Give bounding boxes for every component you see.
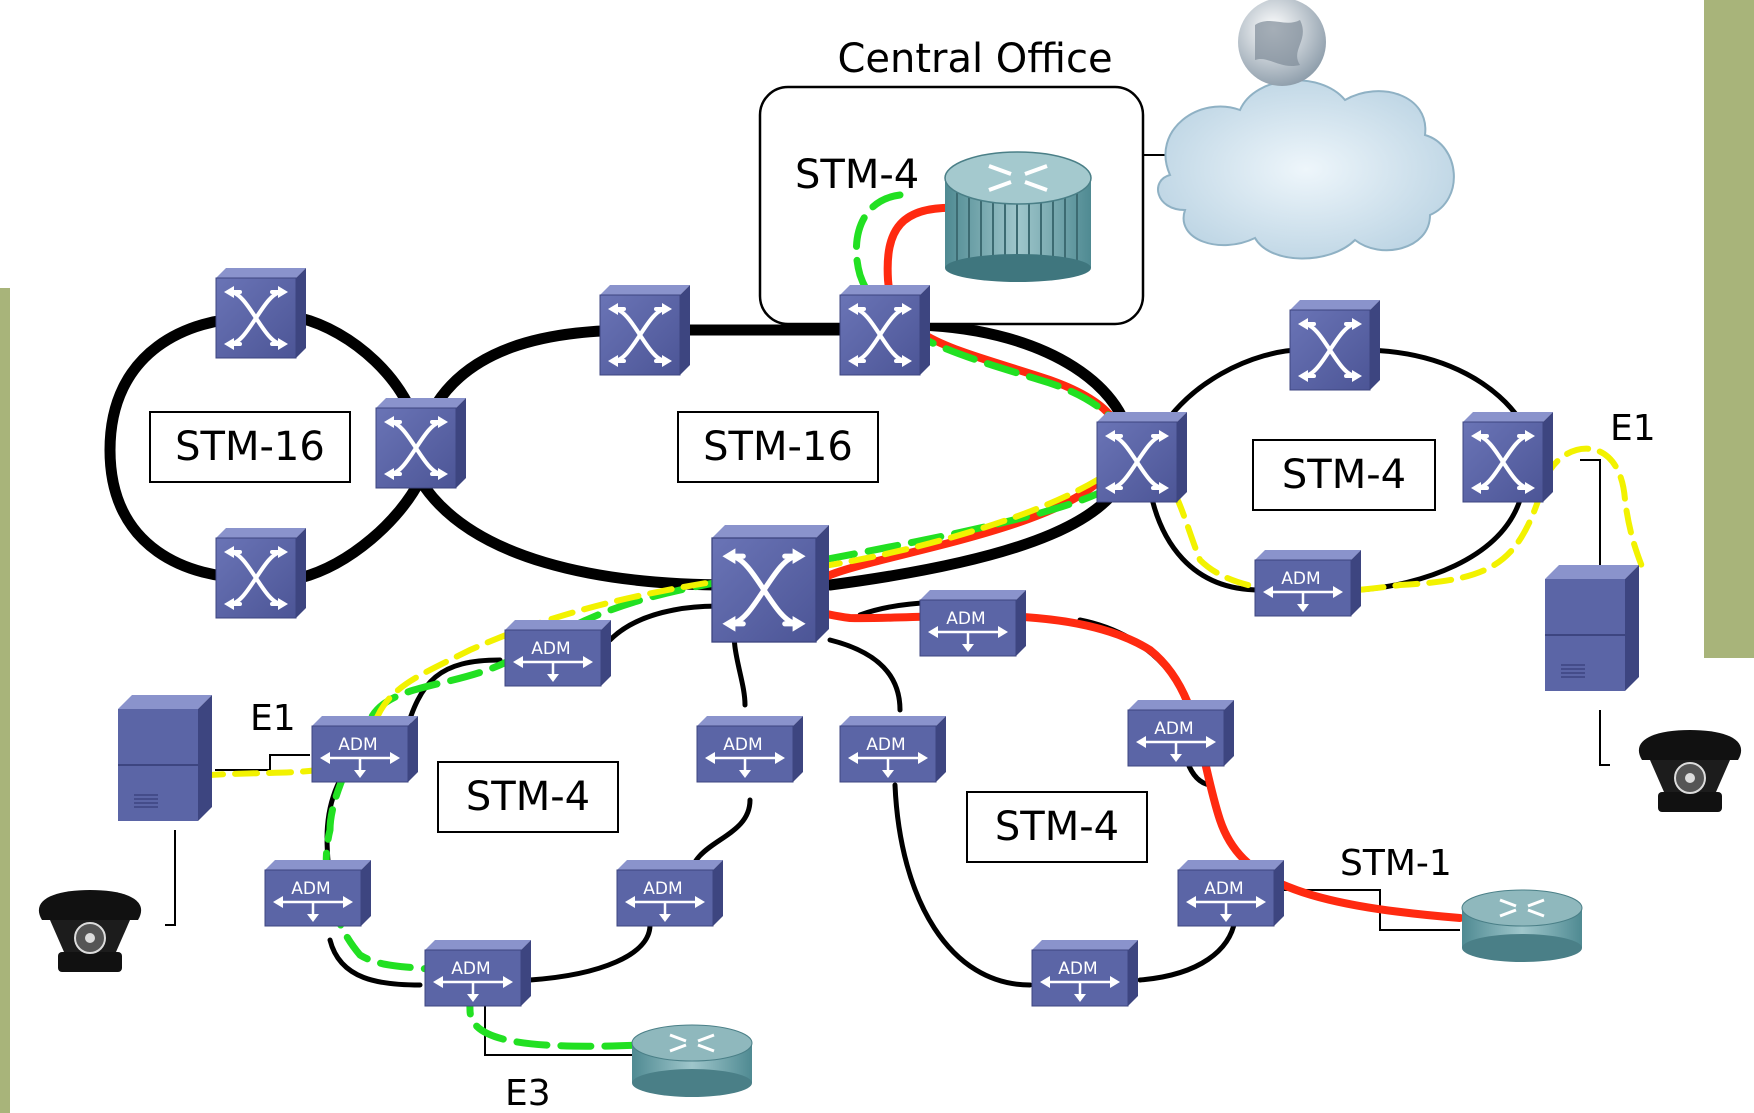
- ring-left-label: STM-16: [149, 411, 351, 483]
- adm-right-2: ADM: [1176, 858, 1286, 928]
- adm-left-1: ADM: [310, 714, 420, 784]
- adm-label: ADM: [1058, 959, 1097, 979]
- ring-right-label: STM-4: [1252, 439, 1436, 511]
- telephone-icon: [1637, 729, 1743, 813]
- adm-label: ADM: [531, 639, 570, 659]
- adm-bottom-left: ADM: [423, 938, 533, 1008]
- side-bar-right: [1704, 0, 1754, 658]
- crossconnect-icon: [374, 396, 468, 490]
- ring-bottom-right-label: STM-4: [966, 791, 1148, 863]
- adm-mid-3: ADM: [615, 858, 725, 928]
- e1-left-label: E1: [250, 698, 296, 739]
- server-icon: [1544, 564, 1640, 692]
- crossconnect-icon: [598, 283, 692, 377]
- adm-center-top-right: ADM: [918, 588, 1028, 658]
- adm-label: ADM: [451, 959, 490, 979]
- path-red: [798, 203, 1464, 922]
- adm-label: ADM: [1204, 879, 1243, 899]
- adm-label: ADM: [338, 735, 377, 755]
- crossconnect-icon: [838, 283, 932, 377]
- adm-label: ADM: [723, 735, 762, 755]
- adm-label: ADM: [866, 735, 905, 755]
- e3-label: E3: [505, 1073, 551, 1113]
- adm-mid-2: ADM: [838, 714, 948, 784]
- adm-right-1: ADM: [1126, 698, 1236, 768]
- router-icon: [630, 1023, 754, 1099]
- adm-mid-1: ADM: [695, 714, 805, 784]
- ring-mid-text: STM-16: [703, 424, 853, 470]
- ring-bottom-left-text: STM-4: [466, 774, 590, 820]
- adm-label: ADM: [1281, 569, 1320, 589]
- adm-label: ADM: [643, 879, 682, 899]
- central-office-label: Central Office: [837, 36, 1112, 82]
- e1-right-label: E1: [1610, 408, 1656, 449]
- internet-cloud-icon: [1157, 79, 1455, 260]
- ring-bottom-left-label: STM-4: [437, 761, 619, 833]
- ring-left-text: STM-16: [175, 424, 325, 470]
- crossconnect-icon: [1288, 298, 1382, 392]
- globe-icon: [1238, 0, 1326, 86]
- telephone-icon: [37, 889, 143, 973]
- side-bar-left: [0, 288, 10, 1113]
- adm-center-top-left: ADM: [503, 618, 613, 688]
- adm-right-ring: ADM: [1253, 548, 1363, 618]
- router-icon: [944, 151, 1092, 282]
- ring-bottom-right-stm4: [827, 637, 903, 713]
- crossconnect-icon: [214, 266, 308, 360]
- ring-left-stm16: [104, 312, 256, 584]
- ring-bottom-right-text: STM-4: [995, 804, 1119, 850]
- adm-label: ADM: [946, 609, 985, 629]
- server-icon: [117, 694, 213, 822]
- crossconnect-icon: [1461, 410, 1555, 504]
- crossconnect-icon: [1095, 410, 1189, 504]
- adm-bottom-right: ADM: [1030, 938, 1140, 1008]
- adm-left-2: ADM: [263, 858, 373, 928]
- adm-label: ADM: [291, 879, 330, 899]
- adm-label: ADM: [1154, 719, 1193, 739]
- co-stm4-label: STM-4: [795, 152, 919, 198]
- stm1-label: STM-1: [1340, 843, 1452, 884]
- router-icon: [1460, 888, 1584, 964]
- crossconnect-icon: [214, 526, 308, 620]
- ring-right-text: STM-4: [1282, 452, 1406, 498]
- ring-mid-label: STM-16: [677, 411, 879, 483]
- crossconnect-icon-large: [712, 525, 829, 642]
